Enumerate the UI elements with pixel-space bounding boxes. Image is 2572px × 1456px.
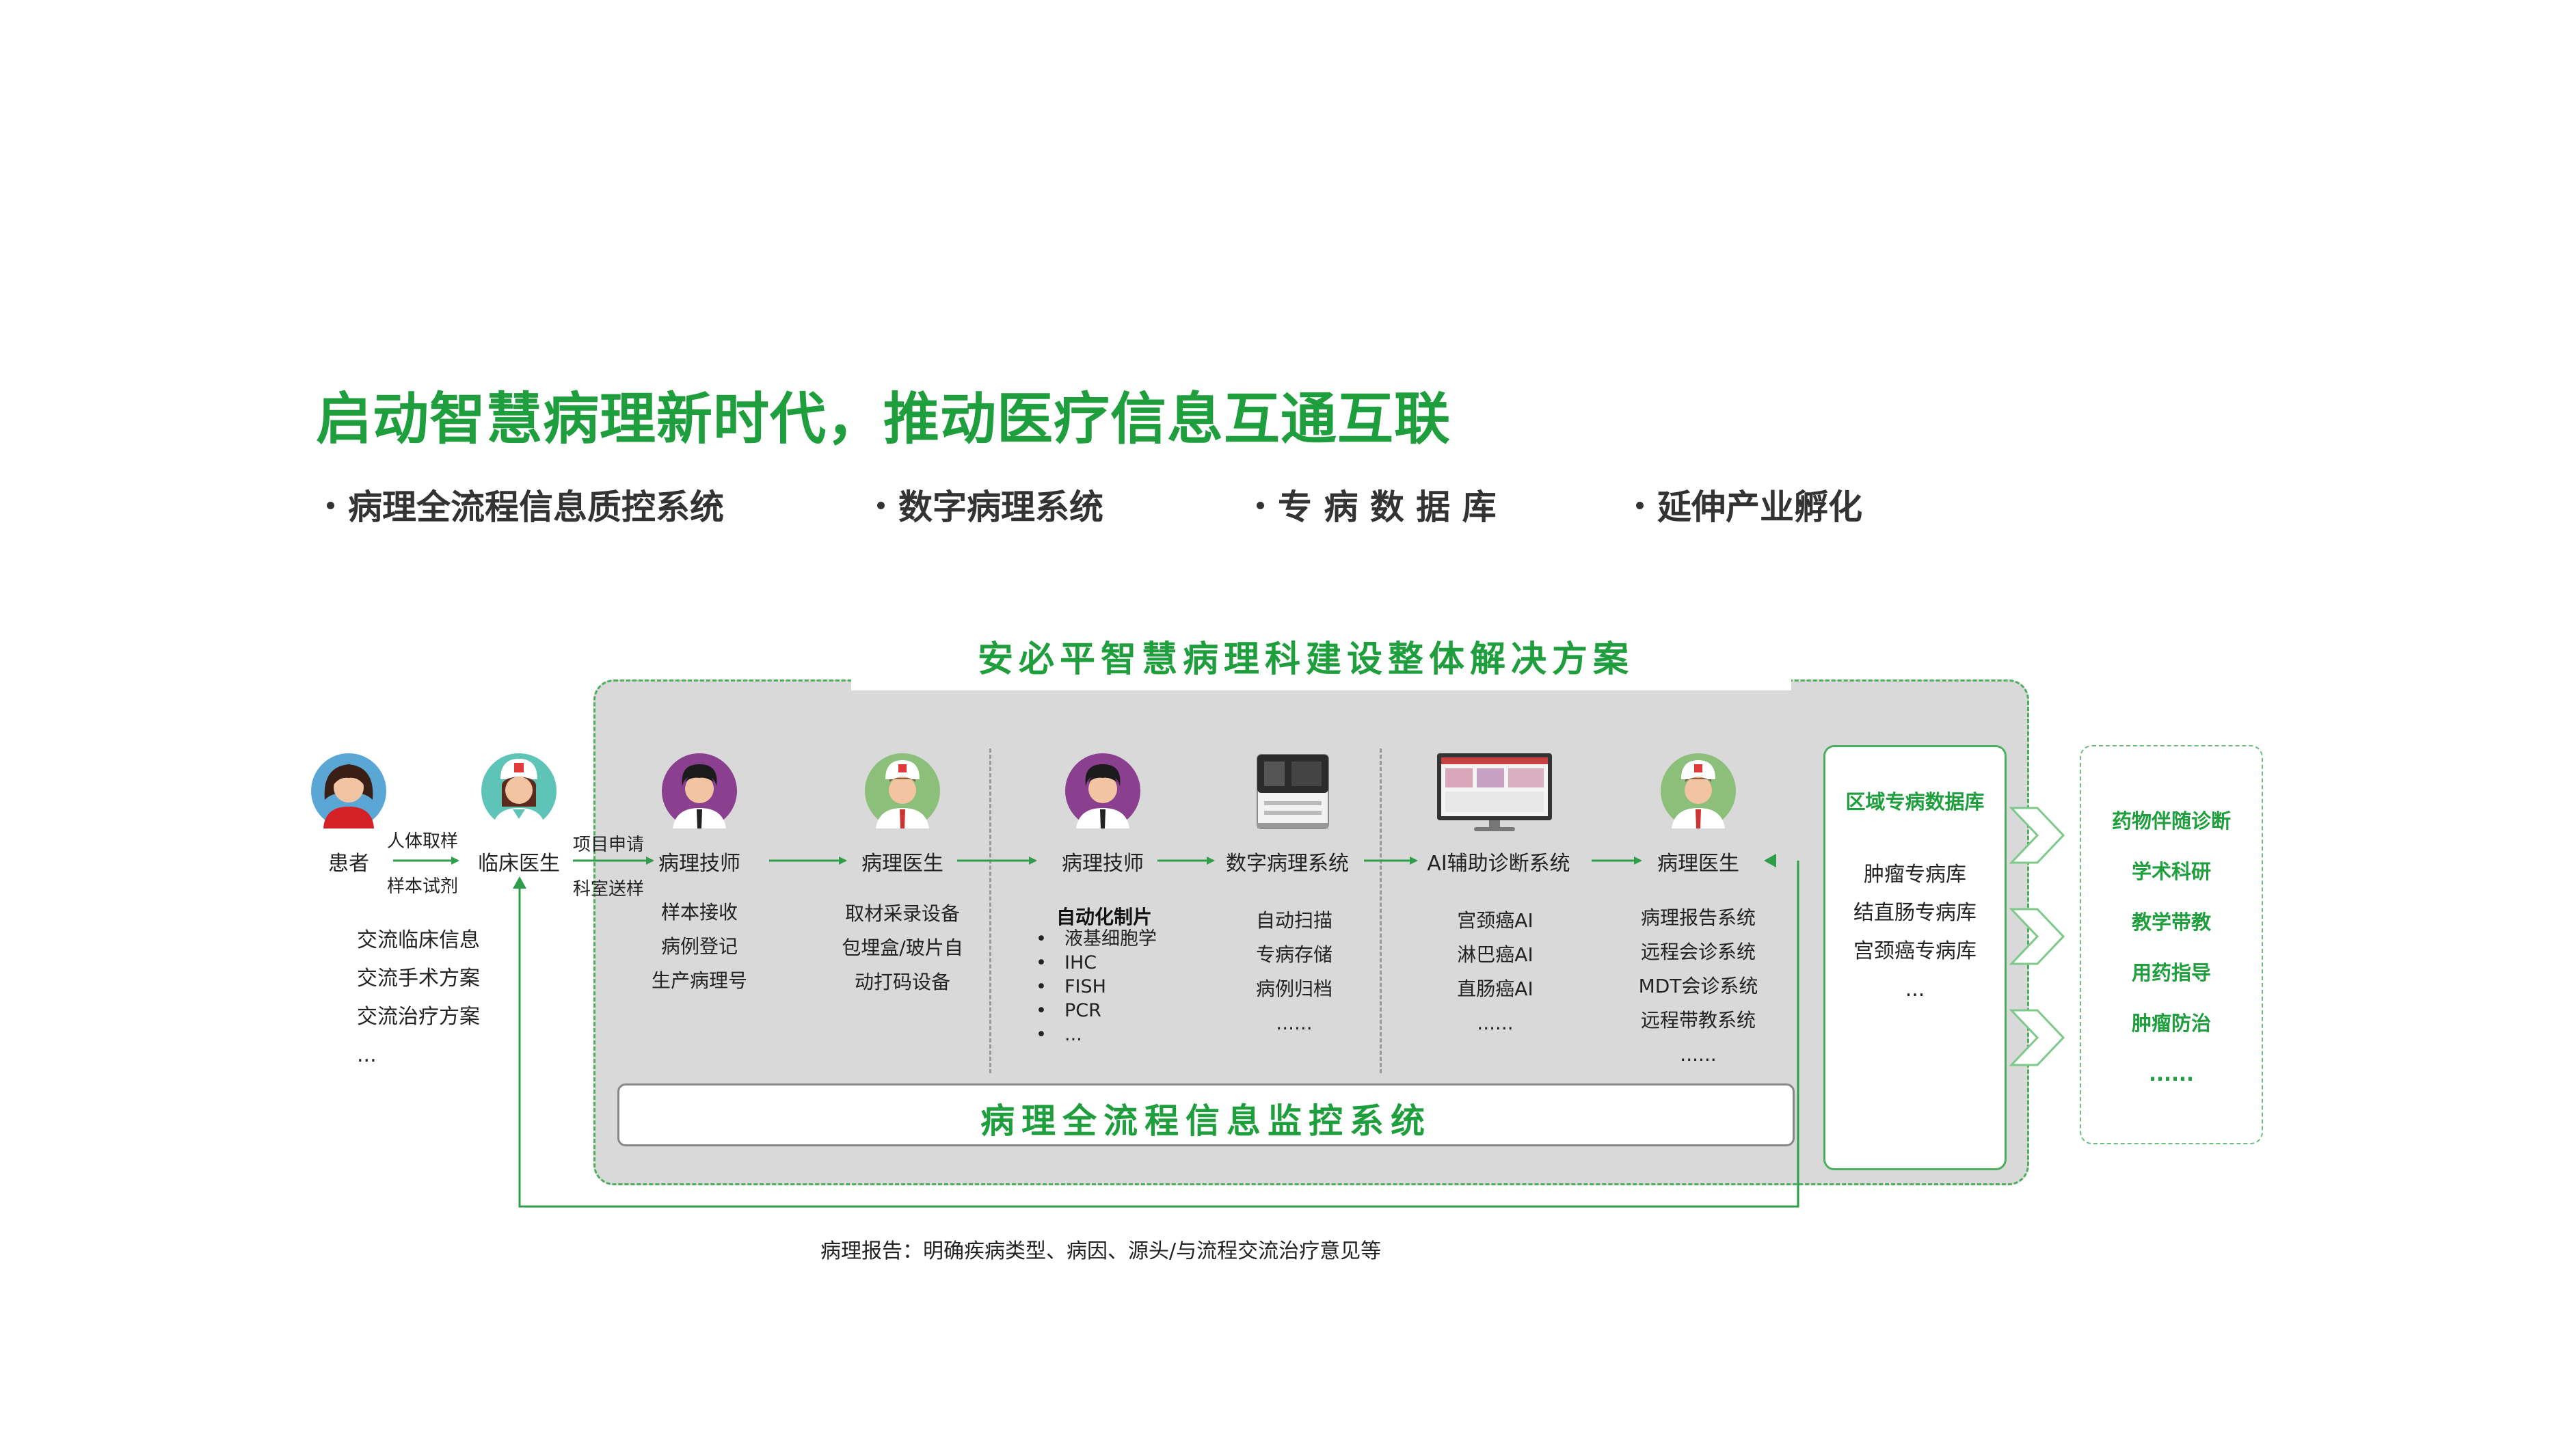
list-item: 药物伴随诊断 xyxy=(2111,809,2231,833)
list-item: ...... xyxy=(1680,1043,1717,1066)
regional-db-title: 区域专病数据库 xyxy=(1845,790,1985,813)
list-item: 直肠癌AI xyxy=(1457,978,1533,1000)
list-item: 肿瘤防治 xyxy=(2131,1012,2211,1035)
list-item: IHC xyxy=(1036,951,1157,975)
bullet-label: 专 病 数 据 库 xyxy=(1278,487,1497,527)
bullet-qc-system: 病理全流程信息质控系统 xyxy=(327,480,724,529)
list-item: 宫颈癌专病库 xyxy=(1853,939,1977,963)
list-item: 液基细胞学 xyxy=(1036,927,1157,951)
clinician-arrow-top: 项目申请 xyxy=(573,835,645,855)
slide-scanner-icon xyxy=(1257,754,1329,829)
list-item: 取材采录设备 xyxy=(844,902,960,925)
regional-database-box xyxy=(1823,745,2007,1170)
list-item: 肿瘤专病库 xyxy=(1864,863,1966,887)
technician-avatar-icon xyxy=(1065,753,1140,828)
list-item: ...... xyxy=(1477,1012,1514,1034)
list-item: 交流手术方案 xyxy=(357,967,480,990)
list-item: 学术科研 xyxy=(2131,860,2211,883)
monitor-system-bar xyxy=(617,1083,1795,1146)
list-item: ... xyxy=(1905,978,1925,1001)
list-item: MDT会诊系统 xyxy=(1638,975,1758,997)
extensions-list: 药物伴随诊断 学术科研 教学带教 用药指导 肿瘤防治 ...... xyxy=(2080,796,2263,1099)
patient-avatar-icon xyxy=(311,753,386,828)
arrow-into-pathologist xyxy=(1764,854,1776,867)
bullet-industry-incubation: 延伸产业孵化 xyxy=(1636,480,1862,529)
list-item: 动打码设备 xyxy=(854,971,950,993)
clinician-exchange-list: 交流临床信息 交流手术方案 交流治疗方案 ... xyxy=(357,921,480,1075)
divider xyxy=(1380,749,1382,1073)
panel-title-notch xyxy=(851,674,1791,690)
pathologist-avatar-icon xyxy=(1661,753,1736,828)
list-item: 样本接收 xyxy=(660,901,738,924)
list-item: 宫颈癌AI xyxy=(1457,909,1533,932)
technician-avatar-icon xyxy=(662,753,737,828)
list-item: 病理报告系统 xyxy=(1640,906,1756,929)
list-item: 结直肠专病库 xyxy=(1853,901,1977,925)
list-item: ...... xyxy=(1276,1012,1313,1034)
clinician-label: 临床医生 xyxy=(478,852,560,876)
bullet-dot-icon xyxy=(1636,502,1644,509)
clinician-arrow-bottom: 科室送样 xyxy=(573,879,645,900)
patient-arrow-top: 人体取样 xyxy=(387,831,459,852)
patient-arrow-bottom: 样本试剂 xyxy=(387,876,459,897)
patient-label: 患者 xyxy=(328,852,369,876)
regional-db-list: 肿瘤专病库 结直肠专病库 宫颈癌专病库 ... xyxy=(1823,856,2007,1009)
list-item: ... xyxy=(357,1043,377,1067)
bullet-label: 延伸产业孵化 xyxy=(1657,487,1862,527)
list-item: 病例归档 xyxy=(1255,978,1333,1000)
chevron-group xyxy=(2009,807,2065,1066)
page-title: 启动智慧病理新时代，推动医疗信息互通互联 xyxy=(316,387,1451,452)
report-note: 病理报告：明确疾病类型、病因、源头/与流程交流治疗意见等 xyxy=(820,1239,1382,1263)
bullet-dot-icon xyxy=(1257,502,1264,509)
stage-items: 自动扫描 专病存储 病例归档 ...... xyxy=(1256,904,1332,1040)
list-item: 淋巴癌AI xyxy=(1457,943,1533,966)
bullet-digital-pathology: 数字病理系统 xyxy=(877,480,1103,529)
stage-items: 病理报告系统 远程会诊系统 MDT会诊系统 远程带教系统 ...... xyxy=(1639,901,1758,1072)
list-item: ... xyxy=(1036,1023,1157,1047)
stage-label: AI辅助诊断系统 xyxy=(1427,852,1570,876)
stage-label: 病理医生 xyxy=(1657,852,1739,876)
chevron-right-icon xyxy=(2009,807,2065,864)
stage-label: 病理技师 xyxy=(1062,852,1144,876)
stage-items: 取材采录设备 包埋盒/玻片自 动打码设备 xyxy=(842,897,963,999)
list-item: 远程会诊系统 xyxy=(1640,941,1756,963)
monitor-system-label: 病理全流程信息监控系统 xyxy=(980,1101,1432,1141)
list-item: 病例登记 xyxy=(660,935,738,958)
bullet-label: 数字病理系统 xyxy=(898,487,1103,527)
automation-title: 自动化制片 xyxy=(1056,906,1153,928)
stage-items: 样本接收 病例登记 生产病理号 xyxy=(652,895,747,998)
monitor-icon xyxy=(1437,753,1552,831)
list-item: 教学带教 xyxy=(2131,911,2211,934)
stage-label: 病理技师 xyxy=(658,852,740,876)
list-item: 专病存储 xyxy=(1255,943,1333,966)
list-item: 交流临床信息 xyxy=(357,928,480,952)
arrow-into-clinician xyxy=(513,876,526,889)
list-item: 远程带教系统 xyxy=(1640,1009,1756,1032)
nurse-avatar-icon xyxy=(481,753,557,828)
list-item: ...... xyxy=(2148,1062,2195,1086)
list-item: 自动扫描 xyxy=(1255,909,1333,932)
bullet-disease-database: 专 病 数 据 库 xyxy=(1257,480,1497,529)
stage-label: 数字病理系统 xyxy=(1226,852,1349,876)
list-item: 用药指导 xyxy=(2131,961,2211,984)
bullet-label: 病理全流程信息质控系统 xyxy=(348,487,724,527)
chevron-right-icon xyxy=(2009,908,2065,965)
automation-list: 液基细胞学 IHC FISH PCR ... xyxy=(1036,927,1157,1047)
bullet-dot-icon xyxy=(327,502,334,509)
list-item: FISH xyxy=(1036,975,1157,999)
chevron-right-icon xyxy=(2009,1009,2065,1066)
extensions-box xyxy=(2080,745,2263,1144)
list-item: PCR xyxy=(1036,999,1157,1023)
list-item: 包埋盒/玻片自 xyxy=(842,936,963,959)
solution-title: 安必平智慧病理科建设整体解决方案 xyxy=(977,639,1634,680)
pathologist-avatar-icon xyxy=(865,753,940,828)
list-item: 交流治疗方案 xyxy=(357,1005,480,1029)
stage-items: 宫颈癌AI 淋巴癌AI 直肠癌AI ...... xyxy=(1457,904,1533,1040)
divider xyxy=(989,749,991,1073)
list-item: 生产病理号 xyxy=(651,969,748,992)
bullet-dot-icon xyxy=(877,502,885,509)
report-feedback-line xyxy=(518,861,1799,1208)
stage-label: 病理医生 xyxy=(861,852,943,876)
